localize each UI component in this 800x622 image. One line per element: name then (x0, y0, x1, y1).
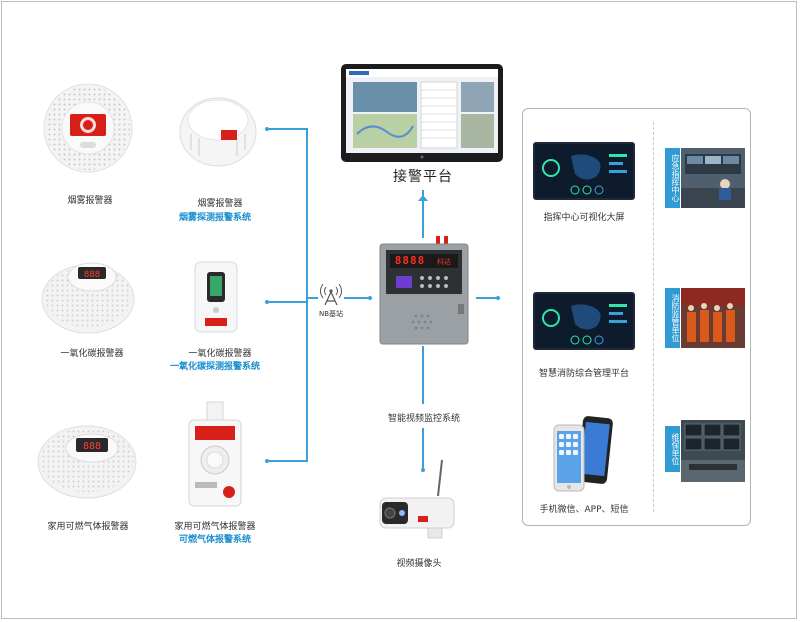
panel-display: 8888 (394, 254, 426, 267)
fire-platform-label: 智慧消防综合管理平台 (538, 369, 629, 379)
command-screen (533, 142, 635, 200)
camera-link-line (422, 428, 424, 470)
video-camera (376, 456, 462, 544)
smoke-system-label: 烟雾探测报警系统 (178, 213, 251, 223)
panel-to-camera-line (422, 346, 424, 404)
platform-monitor (341, 64, 503, 162)
alarm-control-panel (376, 236, 472, 346)
co-round-label: 一氧化碳报警器 (60, 349, 124, 359)
bus-to-nb (306, 297, 318, 299)
command-screen-label: 指挥中心可视化大屏 (543, 213, 625, 223)
smoke-link (268, 128, 308, 130)
gas-wall-label: 家用可燃气体报警器 (174, 522, 256, 532)
mobile-label: 手机微信、APP、短信 (539, 505, 629, 515)
panel-divider (653, 122, 654, 512)
nb-to-panel-dot (368, 296, 372, 300)
gas-link (268, 460, 308, 462)
co-link-dot (265, 300, 269, 304)
co-detector-wall (193, 260, 239, 334)
camera-link-dot (421, 468, 425, 472)
smoke-round-label: 烟雾报警器 (67, 196, 113, 206)
arrow-up-icon (418, 186, 428, 201)
output-panel (522, 108, 751, 526)
co-detector-round: 888 (40, 253, 136, 335)
co-link (268, 301, 308, 303)
smoke-detector-round (42, 82, 134, 174)
platform-title: 接警平台 (393, 169, 453, 185)
panel-to-right-dot (496, 296, 500, 300)
co-wall-label: 一氧化碳报警器 (188, 349, 252, 359)
gas-detector-round: 888 (36, 414, 138, 500)
smoke-detector-ceiling (177, 90, 259, 170)
tag-emergency: 应急指挥中心 (665, 148, 680, 208)
gas-detector-wall (185, 400, 245, 508)
fire-platform-screen (533, 292, 635, 350)
nb-antenna-icon (318, 282, 344, 306)
nb-label: NB基站 (318, 310, 344, 318)
photo-fire-unit (681, 288, 745, 348)
smoke-link-dot (265, 127, 269, 131)
gas-link-dot (265, 459, 269, 463)
gas-system-label: 可燃气体报警系统 (178, 535, 251, 545)
photo-emergency (681, 148, 745, 208)
svg-text:888: 888 (83, 441, 101, 452)
video-system-label: 智能视频监控系统 (387, 414, 460, 424)
panel-to-right-line (476, 297, 498, 299)
smoke-ceiling-label: 烟雾报警器 (197, 199, 243, 209)
tag-fire-unit: 消防监管单位 (665, 288, 680, 348)
tag-maintenance: 维保单位 (665, 426, 680, 472)
panel-to-platform-line (422, 190, 424, 238)
panel-brand: 科达 (437, 258, 451, 266)
photo-maintenance (681, 420, 745, 482)
camera-label: 视频摄像头 (396, 559, 442, 569)
svg-text:888: 888 (84, 270, 100, 280)
gas-round-label: 家用可燃气体报警器 (47, 522, 129, 532)
left-bus-vertical (306, 128, 308, 461)
mobile-phones (548, 415, 618, 493)
nb-to-panel (344, 297, 370, 299)
co-system-label: 一氧化碳探测报警系统 (169, 362, 260, 372)
